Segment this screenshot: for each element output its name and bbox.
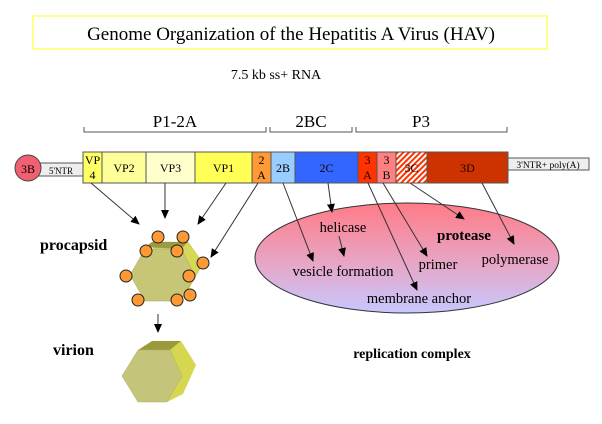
- segment-label-3b-top: 3: [384, 153, 390, 167]
- procapsid-vp4-dot: [131, 293, 145, 307]
- segment-label-3d: 3D: [460, 161, 475, 175]
- segment-label-3a-top: 3: [365, 153, 371, 167]
- region-label-p1-2a: P1-2A: [153, 112, 198, 131]
- arrow-vp1-procapsid: [197, 182, 227, 225]
- segment-2c: [294, 151, 359, 184]
- function-vesicle-formation: vesicle formation: [292, 264, 394, 280]
- bracket-2bc: [269, 127, 353, 133]
- arrow-3c-protease: [409, 182, 465, 220]
- replication-complex-ellipse: [254, 202, 560, 314]
- segment-label-2b: 2B: [276, 161, 290, 175]
- function-polymerase: polymerase: [482, 252, 549, 268]
- virion-label: virion: [53, 342, 94, 359]
- segment-label-3a-bottom: A: [363, 168, 372, 182]
- function-membrane-anchor: membrane anchor: [367, 291, 471, 307]
- procapsid-vp4-dot: [196, 256, 210, 270]
- segment-label-vp2: VP2: [113, 161, 134, 175]
- procapsid-vp4-dot: [151, 230, 165, 244]
- procapsid-vp4-dot: [119, 269, 133, 283]
- genome-subtitle: 7.5 kb ss+ RNA: [231, 68, 322, 83]
- arrow-3b-primer: [382, 182, 428, 257]
- segment-label-vp3: VP3: [160, 161, 181, 175]
- function-helicase: helicase: [320, 220, 367, 236]
- three-ntr-label: 3'NTR+ poly(A): [516, 160, 579, 171]
- region-label-2bc: 2BC: [295, 112, 326, 131]
- vpg-3b-circle: [14, 154, 42, 182]
- procapsid-vp4-dot: [170, 244, 184, 258]
- procapsid-label: procapsid: [40, 237, 107, 254]
- segment-label-vp1: VP1: [213, 161, 234, 175]
- bracket-p3: [355, 127, 508, 133]
- region-brackets: [83, 127, 508, 133]
- arrow-3a-membrane: [367, 182, 418, 291]
- segment-label-3b-bottom: B: [382, 168, 390, 182]
- segment-3d: [426, 151, 509, 184]
- five-ntr-label: 5'NTR: [49, 166, 73, 176]
- procapsid-vp4-dot: [176, 230, 190, 244]
- segment-label-2a-bottom: A: [257, 168, 266, 182]
- segment-vp3: [145, 151, 196, 184]
- procapsid-icon: [119, 230, 210, 307]
- segment-vp1: [194, 151, 253, 184]
- virion-icon: [121, 341, 196, 403]
- arrow-2c-helicase: [326, 182, 335, 213]
- segment-label-3c: 3C: [404, 161, 418, 175]
- function-primer: primer: [419, 257, 458, 273]
- arrow-helicase-vesicle: [338, 235, 346, 257]
- segment-label-2c: 2C: [319, 161, 333, 175]
- segment-vp2: [101, 151, 147, 184]
- three-ntr-box: [507, 157, 590, 171]
- procapsid-vp4-dot: [139, 244, 153, 258]
- arrow-3d-polymerase: [481, 182, 515, 245]
- function-arrows: [282, 182, 515, 291]
- procapsid-vp4-dot: [182, 269, 196, 283]
- arrow-2a-procapsid: [210, 182, 259, 258]
- capsid-arrows: [90, 182, 259, 333]
- title-border: [32, 15, 548, 50]
- virion-top: [138, 341, 181, 350]
- segment-label-vp4-bottom: 4: [90, 168, 96, 182]
- arrow-2b-vesicle: [282, 182, 314, 262]
- vpg-label: 3B: [21, 162, 35, 176]
- title-box: Genome Organization of the Hepatitis A V…: [32, 15, 548, 50]
- replication-complex-label: replication complex: [353, 347, 471, 362]
- segment-label-vp4-top: VP: [85, 153, 101, 167]
- arrow-vp4-procapsid: [90, 182, 140, 225]
- virion-front: [121, 349, 183, 403]
- procapsid-vp4-dot: [170, 293, 184, 307]
- function-protease: protease: [437, 228, 491, 244]
- procapsid-vp4-dot: [183, 288, 197, 302]
- bracket-p1-2a: [83, 127, 267, 133]
- diagram-title: Genome Organization of the Hepatitis A V…: [87, 24, 495, 45]
- region-label-p3: P3: [412, 112, 430, 131]
- segment-label-2a-top: 2: [259, 153, 265, 167]
